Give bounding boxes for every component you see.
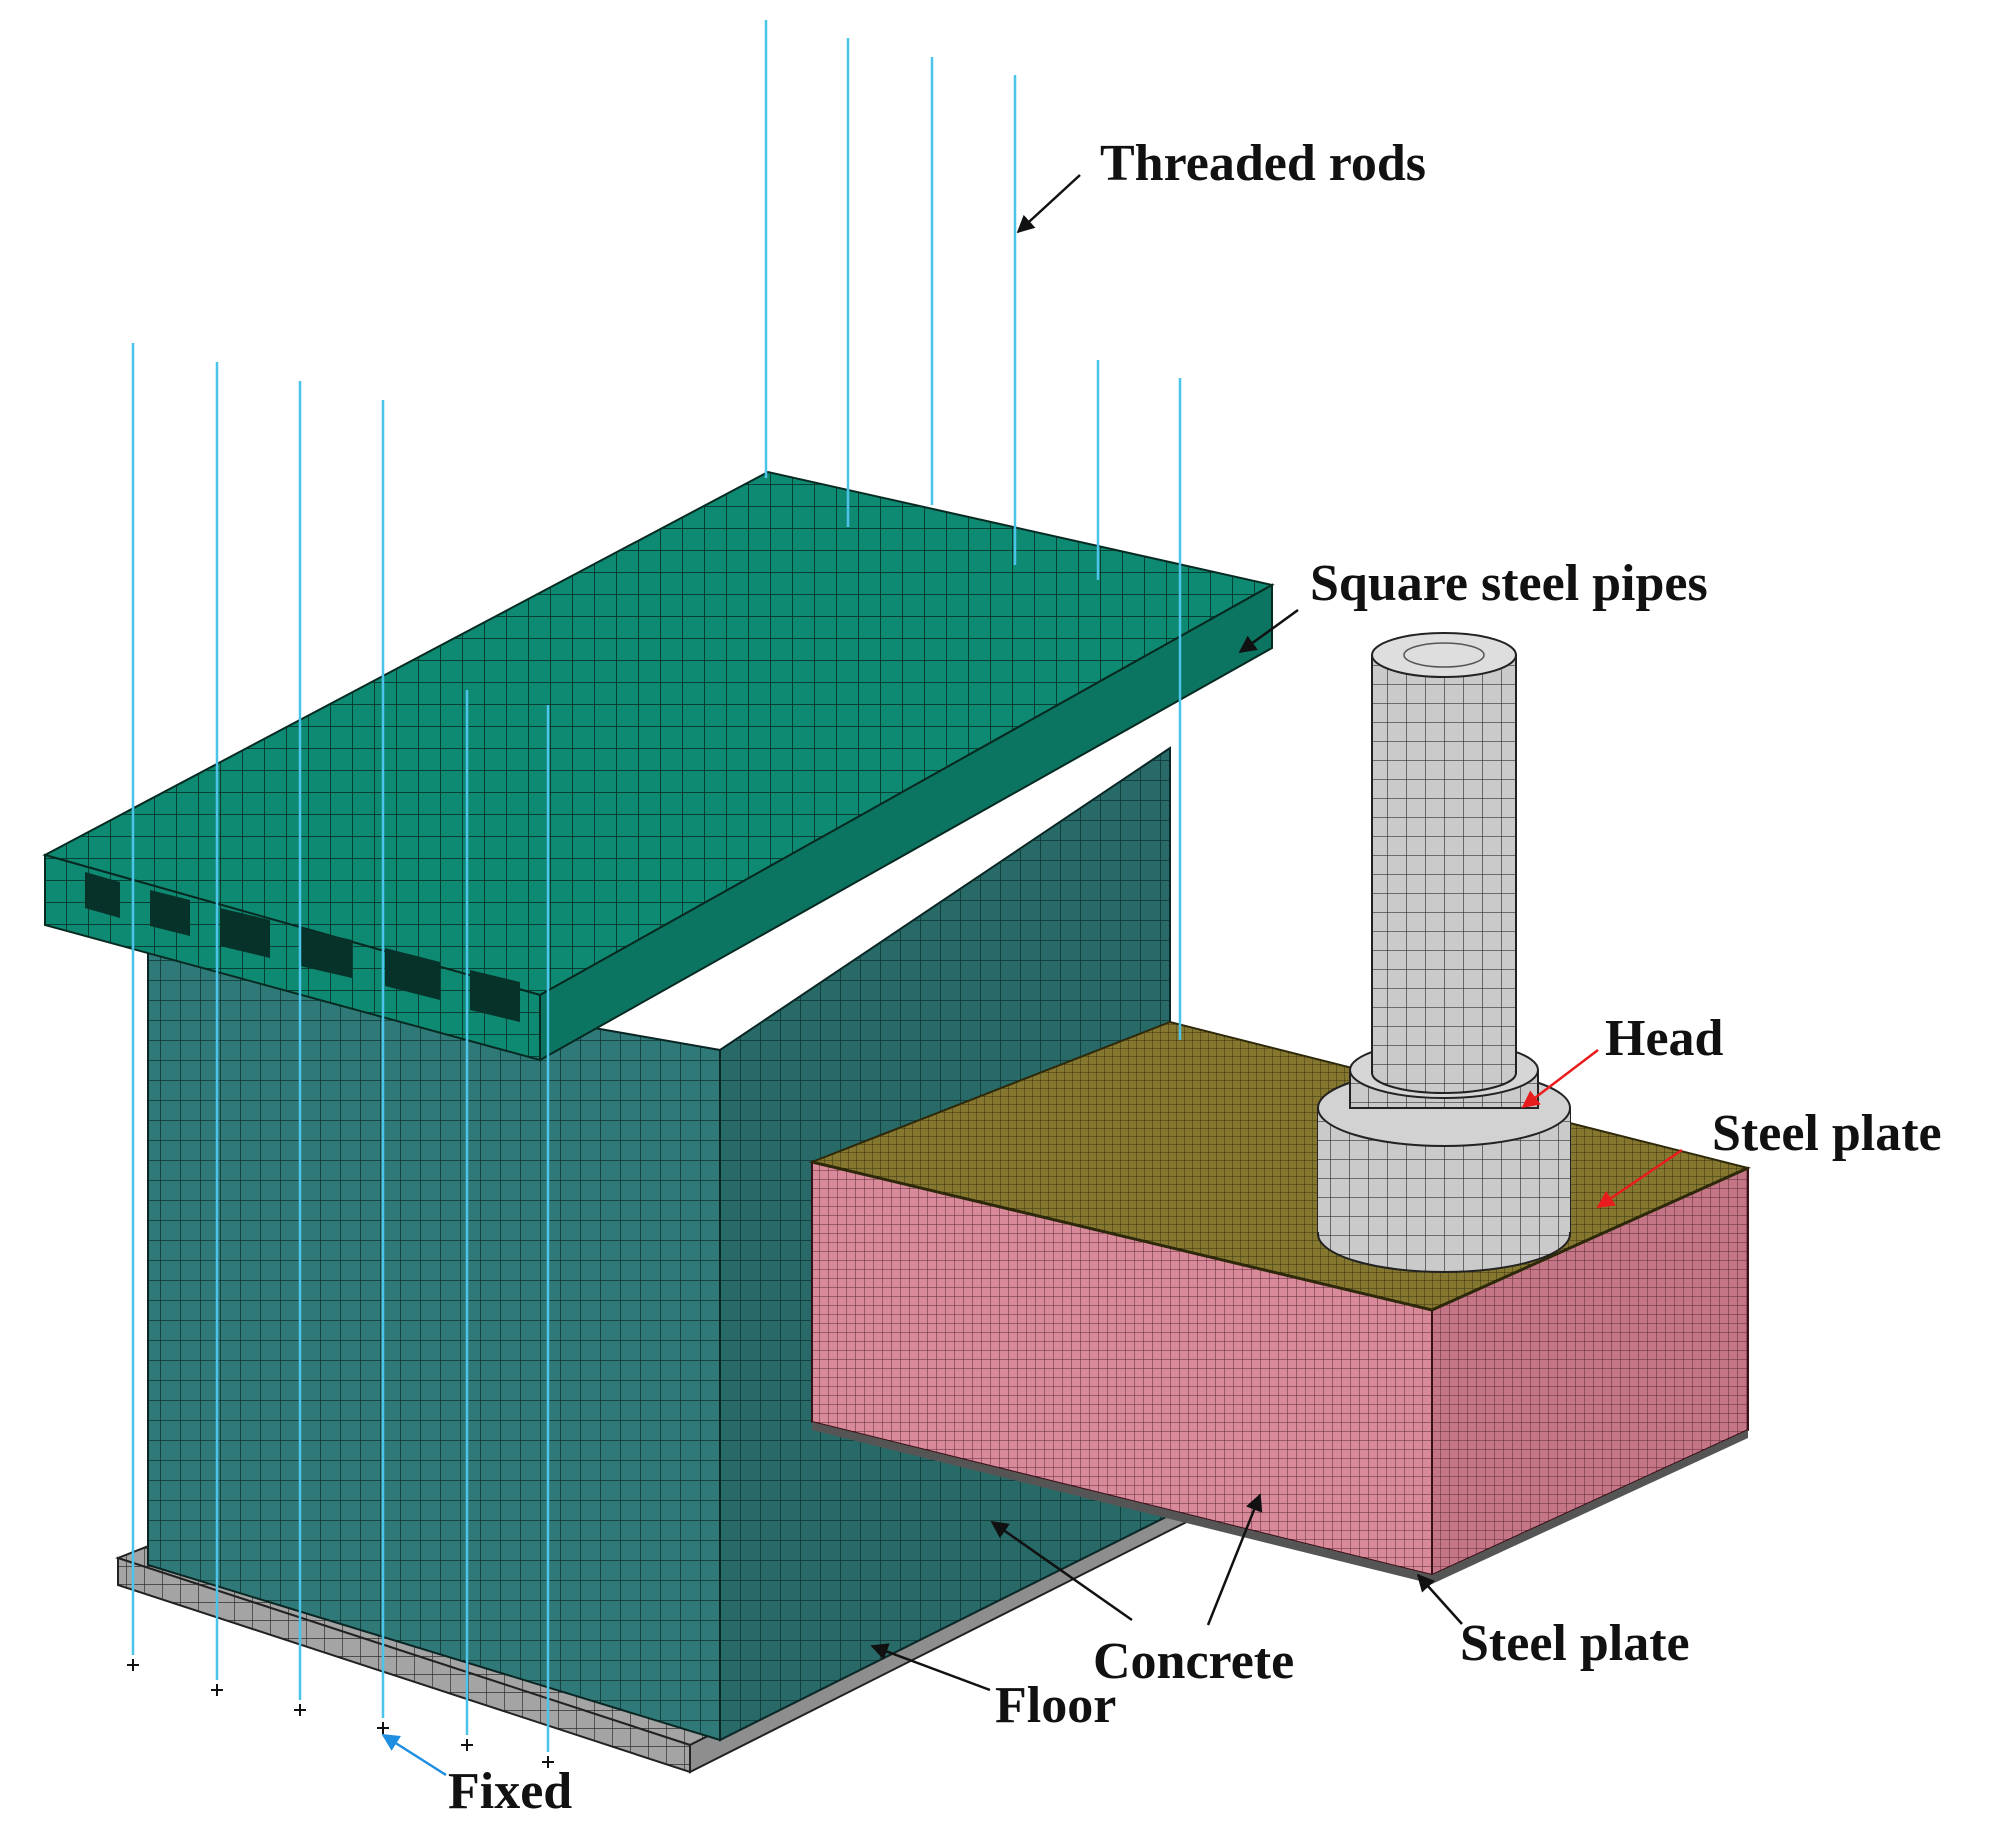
arrow-steel-plate-top [1596,1148,1683,1209]
label-fixed: Fixed [448,1763,572,1820]
threaded-rods [131,20,1182,1752]
arrow-threaded-rods [1016,174,1081,234]
fixed-supports [127,1659,554,1768]
arrow-square-steel-pipes [1238,608,1299,654]
label-steel-plate-top: Steel plate [1712,1105,1942,1162]
leader-arrows [381,174,1683,1777]
square-steel-pipes [42,470,1275,1062]
label-square-steel-pipes: Square steel pipes [1310,555,1708,612]
arrow-floor [870,1643,991,1692]
arrow-steel-plate-bottom [1416,1573,1463,1625]
loading-head-cylinder [1317,632,1571,1273]
arrow-concrete-left [990,1520,1133,1622]
arrow-head [1521,1049,1599,1109]
pipe-openings [85,872,520,1022]
arrow-fixed [381,1733,447,1777]
label-concrete: Concrete [1093,1633,1294,1690]
labels: Threaded rods Square steel pipes Head St… [448,135,1942,1820]
label-head: Head [1605,1010,1724,1067]
label-threaded-rods: Threaded rods [1100,135,1426,192]
label-floor: Floor [995,1677,1116,1734]
label-steel-plate-bottom: Steel plate [1460,1615,1690,1672]
arrow-concrete-right [1206,1493,1263,1626]
